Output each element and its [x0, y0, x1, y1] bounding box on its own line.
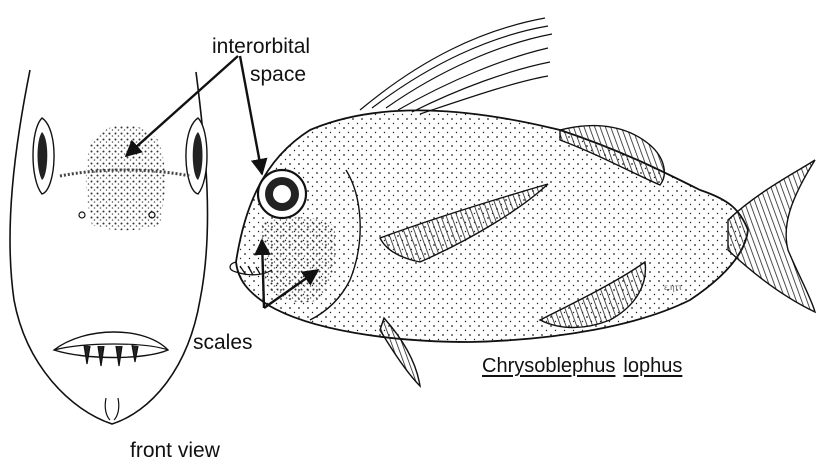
label-interorbital: interorbital	[212, 36, 310, 57]
fish-eye	[258, 170, 306, 218]
species-genus: Chrysoblephus	[482, 355, 615, 377]
species-name: Chrysoblephus lophus	[482, 356, 682, 376]
interorbital-region	[86, 125, 165, 230]
front-view-chin	[105, 398, 119, 420]
fish-side-view-figure: ε.ηττ	[230, 18, 815, 386]
label-scales: scales	[193, 332, 253, 353]
species-epithet: lophus	[623, 355, 682, 377]
label-space: space	[250, 64, 306, 85]
caudal-fin	[728, 160, 815, 312]
arrow-interorbital-to-front	[126, 56, 238, 156]
cheek-scale-patch	[260, 217, 336, 302]
front-view-figure	[10, 70, 208, 424]
artist-signature-mark: ε.ηττ	[664, 282, 682, 292]
front-view-left-eye	[33, 118, 54, 194]
front-view-mouth	[54, 332, 168, 366]
front-view-right-eye	[186, 118, 207, 194]
label-front-view: front view	[130, 440, 220, 461]
front-view-nostril-left	[79, 212, 85, 218]
dorsal-filaments	[360, 18, 552, 114]
